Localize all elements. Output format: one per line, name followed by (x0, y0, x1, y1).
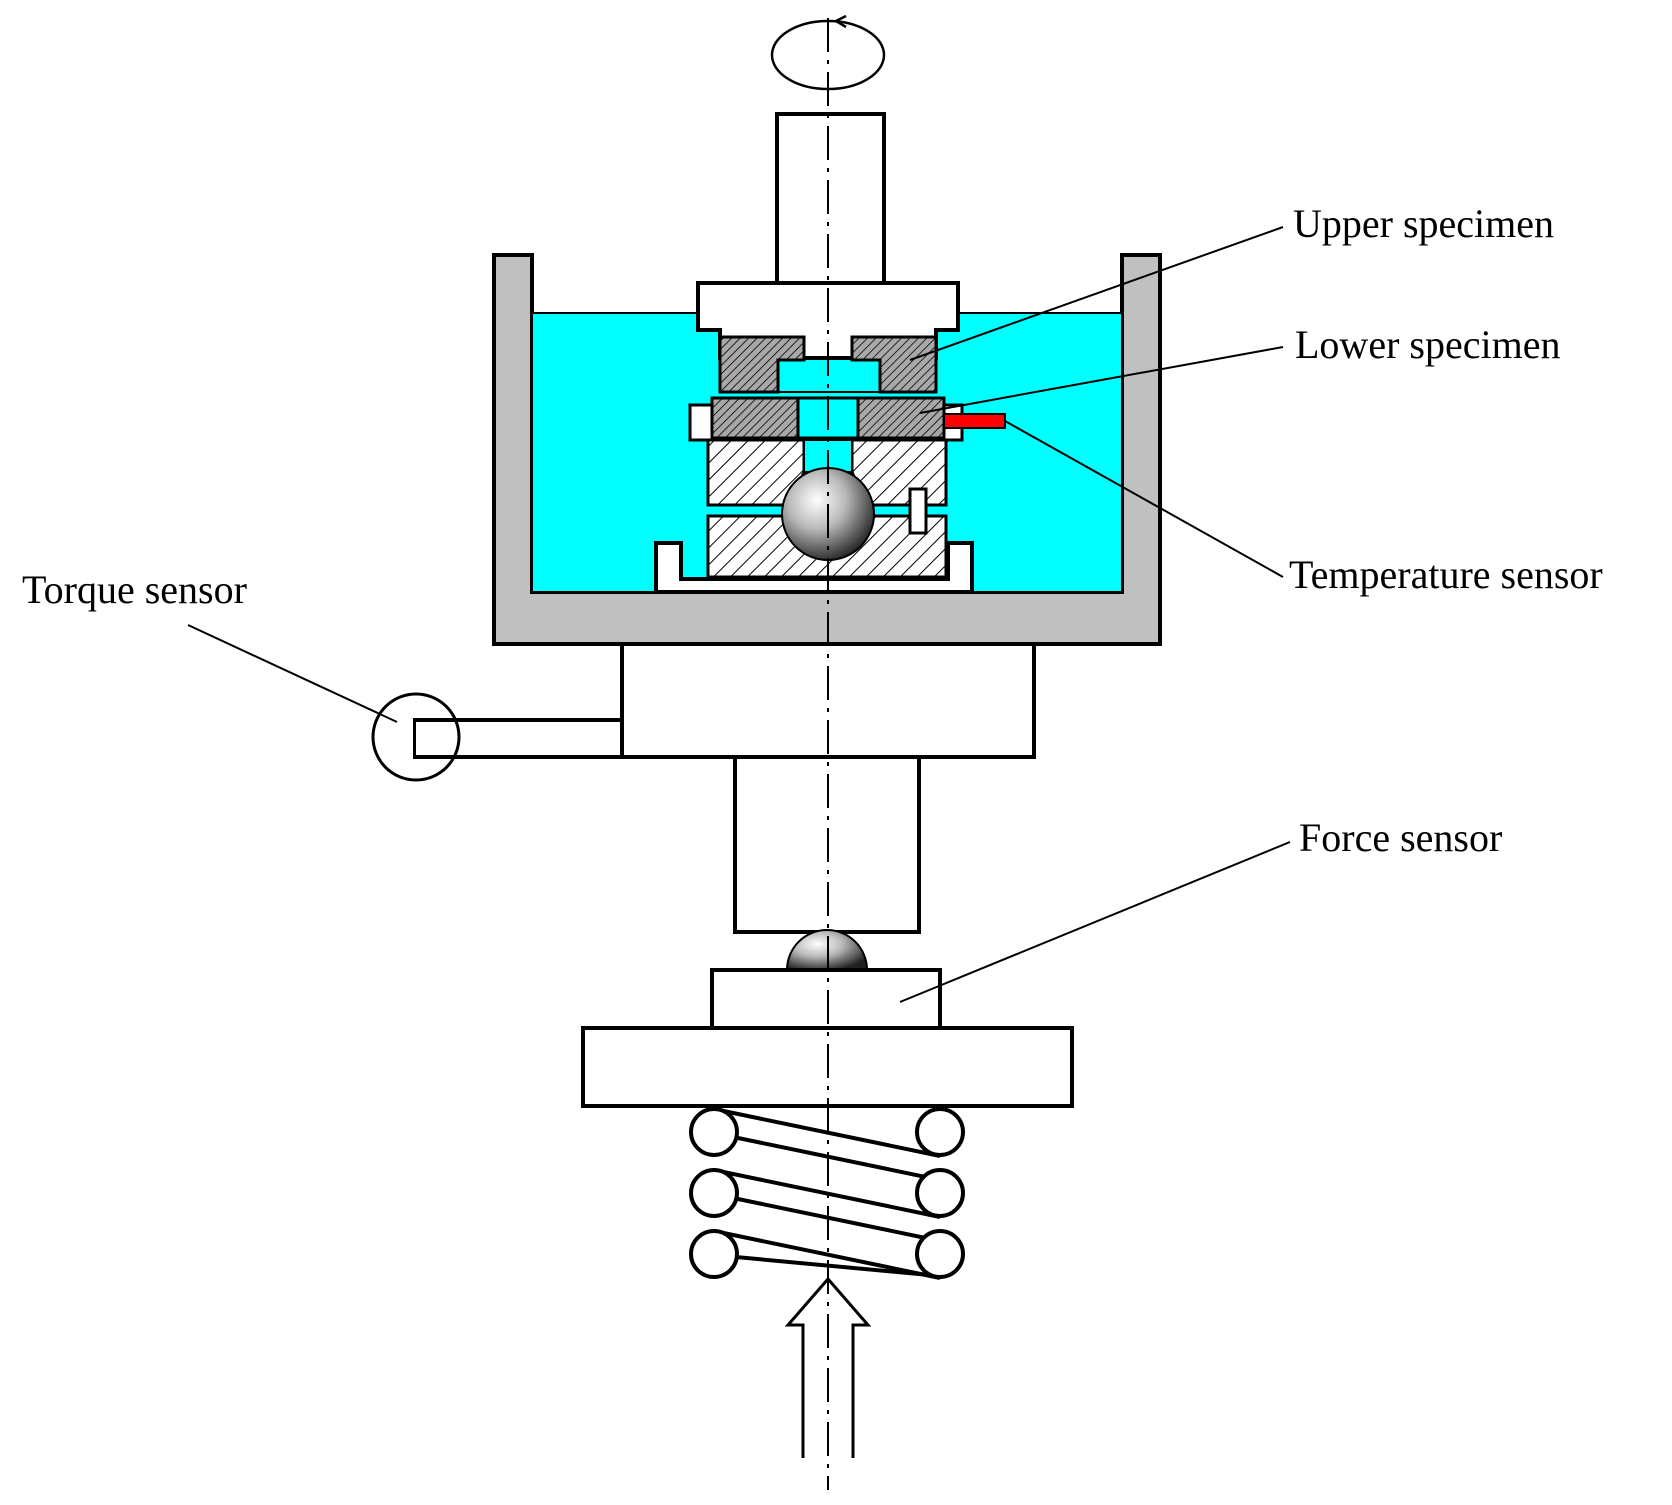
leader-force-sensor (899, 841, 1291, 1003)
label-upper-specimen: Upper specimen (1293, 201, 1555, 246)
label-temperature-sensor: Temperature sensor (1289, 552, 1603, 597)
rotation-arrowhead-icon (833, 14, 847, 29)
lower-specimen (856, 396, 946, 440)
leader-temperature-sensor (1004, 420, 1284, 578)
container-step (654, 541, 974, 592)
torque-sensor (371, 692, 461, 782)
temperature-sensor-probe (943, 413, 1006, 429)
locating-pin (908, 487, 928, 535)
force-sensor (710, 968, 942, 1030)
torque-arm (413, 718, 624, 759)
leader-lower-specimen (919, 346, 1284, 414)
label-torque-sensor: Torque sensor (22, 567, 247, 612)
leader-upper-specimen (909, 226, 1284, 361)
upper-shaft (775, 112, 886, 286)
lower-specimen (710, 396, 800, 440)
loading-spring (689, 1107, 965, 1280)
label-force-sensor: Force sensor (1299, 815, 1503, 860)
label-lower-specimen: Lower specimen (1295, 322, 1561, 367)
load-arrow-icon (784, 1278, 872, 1458)
leader-torque-sensor (187, 624, 398, 723)
